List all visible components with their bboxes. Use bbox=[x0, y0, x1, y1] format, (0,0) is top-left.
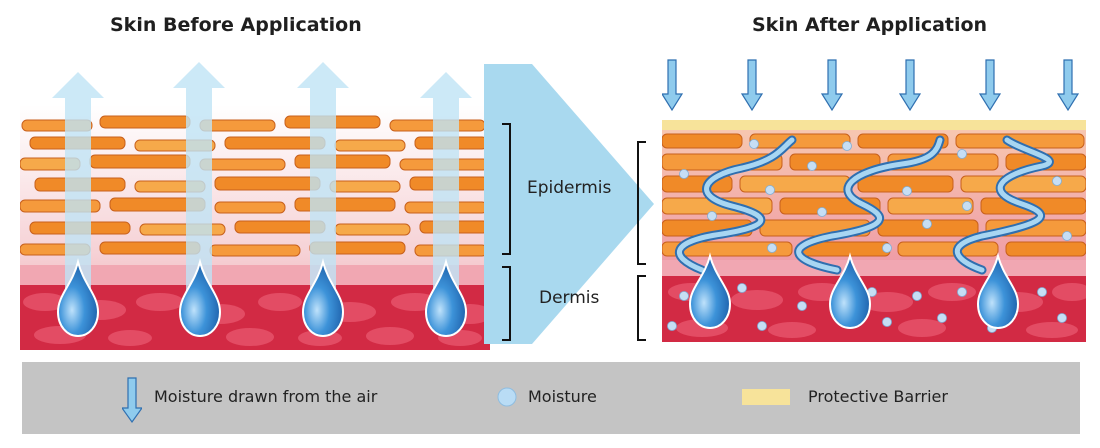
legend-barrier-label: Protective Barrier bbox=[808, 387, 948, 406]
epidermis-label: Epidermis bbox=[527, 178, 612, 198]
air-moisture-legend-icon bbox=[122, 377, 142, 424]
legend-bar: Moisture drawn from the air Moisture Pro… bbox=[22, 362, 1080, 434]
moisture-wave-paths bbox=[675, 135, 1054, 275]
legend-air-moisture-label: Moisture drawn from the air bbox=[154, 387, 378, 406]
dermis-bracket bbox=[502, 266, 511, 341]
moisture-escaping-arrows bbox=[52, 62, 472, 330]
basal-layer-before bbox=[20, 265, 490, 285]
title-before: Skin Before Application bbox=[110, 14, 362, 36]
skin-after-illustration bbox=[662, 59, 1086, 342]
moisture-drops-after bbox=[688, 252, 1020, 330]
basal-layer-after bbox=[662, 260, 1086, 276]
epidermis-bracket bbox=[502, 123, 511, 255]
dermis-label: Dermis bbox=[539, 288, 600, 308]
transition-arrow bbox=[484, 64, 654, 344]
moisture-dots bbox=[667, 139, 1072, 333]
corneocyte-cells-after bbox=[662, 133, 1086, 257]
legend-moisture-label: Moisture bbox=[528, 387, 597, 406]
skin-before-illustration bbox=[20, 62, 490, 350]
moisture-legend-icon bbox=[497, 387, 517, 407]
protective-barrier bbox=[662, 120, 1086, 130]
right-brackets bbox=[637, 141, 646, 341]
title-after: Skin After Application bbox=[752, 14, 988, 36]
barrier-legend-swatch bbox=[742, 389, 790, 405]
moisture-drops-before bbox=[56, 258, 468, 338]
dermis-bracket-right bbox=[637, 275, 646, 341]
big-arrow-shape bbox=[484, 64, 654, 344]
epidermis-bracket-right bbox=[637, 141, 646, 265]
air-moisture-arrows bbox=[662, 59, 1080, 112]
